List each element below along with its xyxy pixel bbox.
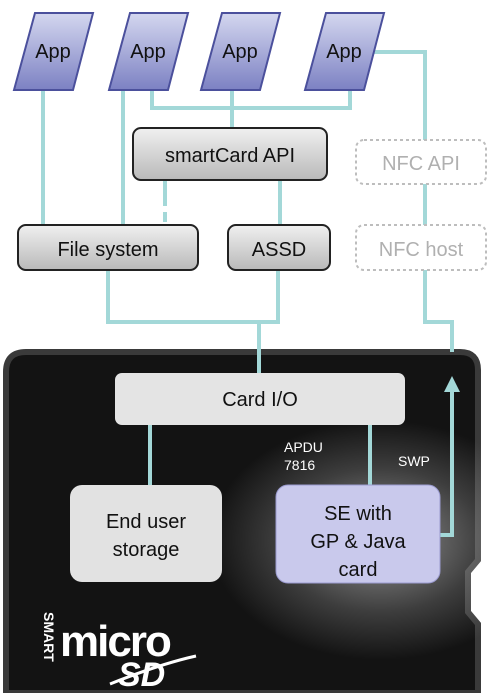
logo-micro-text: micro xyxy=(60,617,171,666)
apdu-label-line-2: 7816 xyxy=(284,457,315,473)
apdu-label-line-1: APDU xyxy=(284,439,323,455)
file-system-box xyxy=(17,224,199,271)
nfc-api-label: NFC API xyxy=(382,153,460,175)
app-4-label: App xyxy=(326,41,362,63)
swp-arrowhead xyxy=(444,376,460,392)
app-2-label: App xyxy=(130,41,166,63)
smartcard-api-box xyxy=(132,127,328,181)
app-3-label: App xyxy=(222,41,258,63)
smartcard-api-label: smartCard API xyxy=(165,145,295,167)
card-io-label: Card I/O xyxy=(222,389,298,411)
end-user-storage-line-1: End user xyxy=(106,511,186,533)
file-system-label: File system xyxy=(57,239,158,261)
logo-swoosh xyxy=(109,654,197,686)
nfc-host-box xyxy=(355,224,487,271)
app-shapes[interactable] xyxy=(12,12,386,91)
card-io-box xyxy=(115,373,405,425)
nfc-host-label: NFC host xyxy=(379,239,464,261)
microsd-logo: SMART micro SD xyxy=(41,612,197,693)
app-1-label: App xyxy=(35,41,71,63)
app-1-shape[interactable] xyxy=(12,12,95,91)
app-2-shape[interactable] xyxy=(107,12,190,91)
end-user-storage-box xyxy=(70,485,222,582)
nfc-api-box xyxy=(355,139,487,185)
app-4-shape[interactable] xyxy=(303,12,386,91)
se-box xyxy=(275,484,441,584)
app-3-shape[interactable] xyxy=(199,12,282,91)
se-line-1: SE with xyxy=(324,503,392,525)
assd-box xyxy=(227,224,331,271)
end-user-storage-line-2: storage xyxy=(113,539,180,561)
connectors xyxy=(41,50,454,537)
assd-label: ASSD xyxy=(252,239,306,261)
se-line-3: card xyxy=(339,559,378,581)
se-line-2: GP & Java xyxy=(310,531,406,553)
swp-label: SWP xyxy=(398,453,430,469)
logo-smart-text: SMART xyxy=(41,612,57,662)
logo-sd-text: SD xyxy=(118,656,165,693)
